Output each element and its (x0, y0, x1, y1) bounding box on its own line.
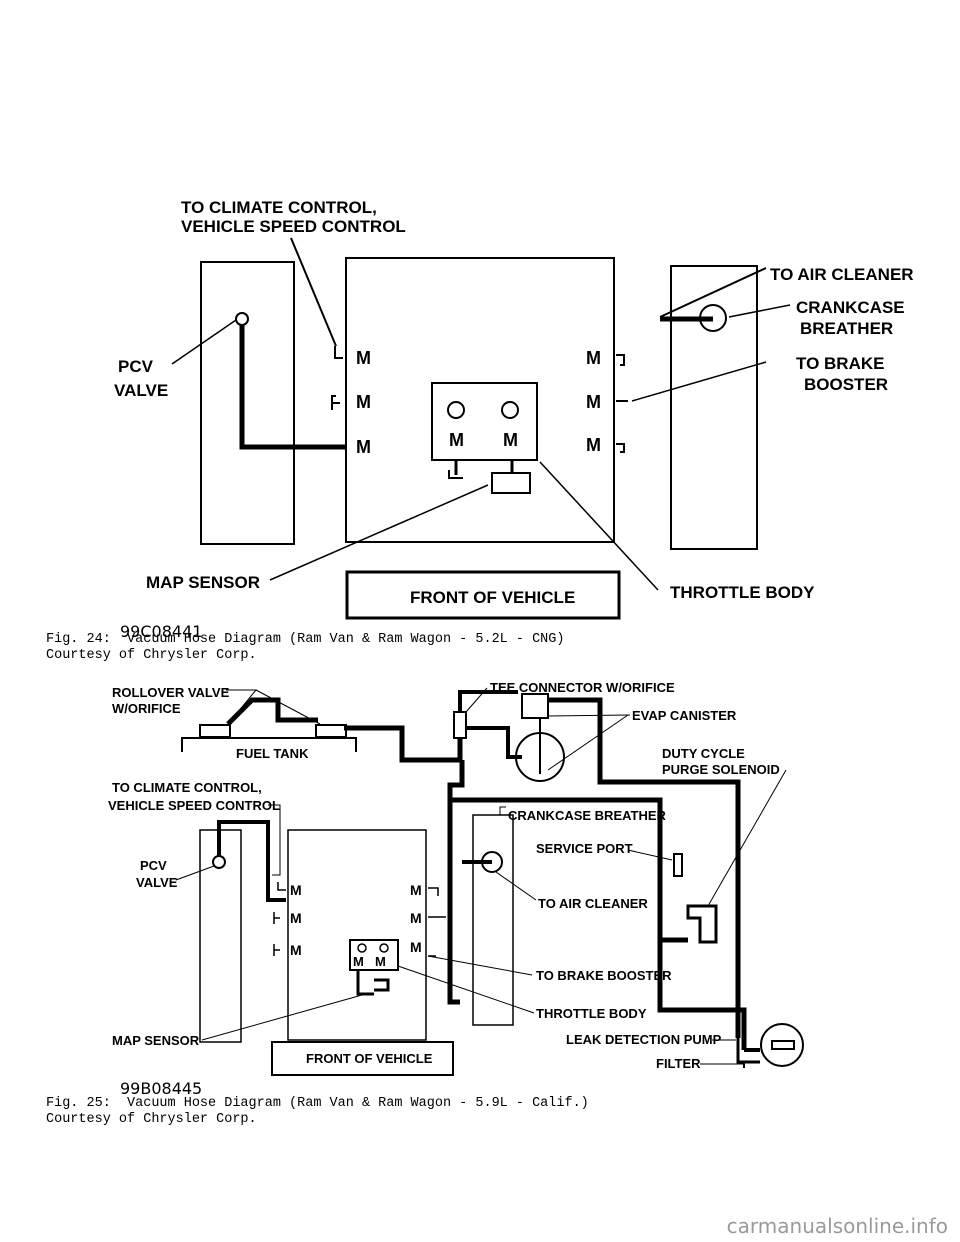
fig24-climate-label-2: VEHICLE SPEED CONTROL (181, 217, 406, 236)
fig24-throttle-label: THROTTLE BODY (670, 583, 815, 602)
fig25-pcv-valve (212, 855, 226, 869)
fig24-pcv-label-1: PCV (118, 357, 154, 376)
fig25-engine-block (287, 829, 427, 1041)
fig25-fuel-tank (181, 737, 357, 752)
fig25-evap-label: EVAP CANISTER (632, 708, 737, 723)
fig24-throttle-box (431, 382, 538, 461)
fig25-caption-title: Fig. 25: Vacuum Hose Diagram (Ram Van & … (46, 1096, 589, 1111)
fig25-port-m: M (410, 939, 422, 955)
fig24-right-panel (670, 265, 758, 550)
fig24-front-label: FRONT OF VEHICLE (410, 588, 575, 607)
fig25-port-m: M (290, 942, 302, 958)
fig24-diagram (171, 237, 791, 620)
fig24-map-sensor-label: MAP SENSOR (146, 573, 260, 592)
fig25-pcv-label-1: PCV (140, 858, 167, 873)
fig24-port-m: M (586, 392, 601, 412)
fig24-port-m: M (356, 348, 371, 368)
fig25-fuel-tank-label: FUEL TANK (236, 746, 309, 761)
fig25-climate-label-2: VEHICLE SPEED CONTROL (108, 798, 280, 813)
fig25-tee-label: TEE CONNECTOR W/ORIFICE (490, 680, 675, 695)
fig25-tee-connector (453, 711, 467, 739)
fig24-caption-credit: Courtesy of Chrysler Corp. (46, 648, 257, 663)
fig24-brake-label-2: BOOSTER (804, 375, 888, 394)
fig25-port-m: M (290, 910, 302, 926)
fig25-throttle-box (349, 939, 399, 971)
fig25-front-label: FRONT OF VEHICLE (306, 1051, 433, 1066)
fig25-labels: ROLLOVER VALVE W/ORIFICE FUEL TANK TEE C… (108, 680, 780, 1098)
fig24-engine-block (345, 257, 615, 543)
fig25-rollover-label-1: ROLLOVER VALVE (112, 685, 230, 700)
fig24-code: 99C08441 (120, 622, 202, 641)
fig24-crankcase-label-2: BREATHER (800, 319, 893, 338)
fig24-climate-label-1: TO CLIMATE CONTROL, (181, 198, 377, 217)
fig25-map-sensor-label: MAP SENSOR (112, 1033, 200, 1048)
fig24-crankcase-label-1: CRANKCASE (796, 298, 905, 317)
fig24-port-m: M (356, 392, 371, 412)
fig24-labels: TO CLIMATE CONTROL, VEHICLE SPEED CONTRO… (114, 198, 914, 641)
fig24-pcv-valve (235, 312, 249, 326)
fig25-duty-label-1: DUTY CYCLE (662, 746, 745, 761)
fig24-left-panel (200, 261, 295, 545)
fig25-front-box (271, 1041, 454, 1076)
fig24-brake-label-1: TO BRAKE (796, 354, 884, 373)
fig25-diagram (175, 687, 804, 1076)
fig25-code: 99B08445 (120, 1079, 202, 1098)
fig25-caption-credit: Courtesy of Chrysler Corp. (46, 1112, 257, 1127)
fig25-filter-label: FILTER (656, 1056, 701, 1071)
fig25-throttle-label: THROTTLE BODY (536, 1006, 647, 1021)
watermark: carmanualsonline.info (726, 1214, 948, 1238)
fig25-port-m: M (353, 954, 364, 969)
fig25-port-m: M (375, 954, 386, 969)
fig24-port-m: M (586, 348, 601, 368)
fig25-duty-label-2: PURGE SOLENOID (662, 762, 780, 777)
fig25-leak-pump-label: LEAK DETECTION PUMP (566, 1032, 722, 1047)
fig24-air-cleaner-label: TO AIR CLEANER (770, 265, 914, 284)
fig25-brake-booster-label: TO BRAKE BOOSTER (536, 968, 672, 983)
fig25-rollover-label-2: W/ORIFICE (112, 701, 181, 716)
fig25-service-port-label: SERVICE PORT (536, 841, 633, 856)
fig25-pcv-label-2: VALVE (136, 875, 178, 890)
fig25-purge-solenoid (686, 904, 718, 944)
fig24-port-m: M (449, 430, 464, 450)
fig25-leak-pump (760, 1023, 804, 1067)
fig25-port-m: M (410, 910, 422, 926)
fig24-port-m: M (356, 437, 371, 457)
fig25-port-m: M (410, 882, 422, 898)
fig25-port-m: M (290, 882, 302, 898)
fig25-crankcase-label: CRANKCASE BREATHER (508, 808, 667, 823)
fig24-port-m: M (503, 430, 518, 450)
fig24-port-m: M (586, 435, 601, 455)
fig25-climate-label-1: TO CLIMATE CONTROL, (112, 780, 262, 795)
fig25-air-cleaner-label: TO AIR CLEANER (538, 896, 648, 911)
fig24-caption-title: Fig. 24: Vacuum Hose Diagram (Ram Van & … (46, 632, 565, 647)
fig24-pcv-label-2: VALVE (114, 381, 168, 400)
fig24-front-box (345, 570, 621, 620)
fig25-right-panel (472, 814, 514, 1026)
fig24-map-sensor-box (491, 472, 531, 494)
